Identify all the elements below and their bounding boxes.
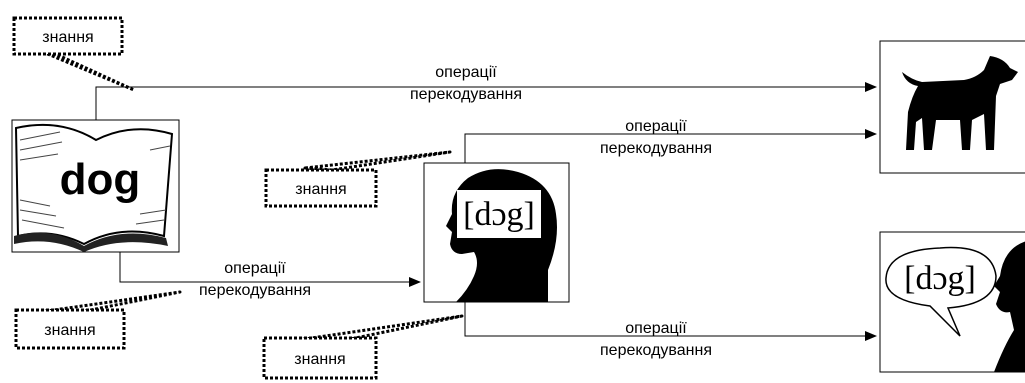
head-label-box (457, 190, 541, 238)
speaker-image: [dɔg] (879, 231, 1025, 373)
callout-3-label: знання (44, 322, 95, 339)
dog-silhouette-icon (902, 56, 1018, 150)
book-lines (19, 131, 171, 229)
callout-knowledge-2: знання (264, 150, 452, 208)
arrow-head-to-speaker (464, 302, 877, 341)
op3-line2: перекодування (199, 282, 311, 299)
arrow-book-to-dog (95, 82, 877, 120)
callout-2-label: знання (295, 181, 346, 198)
op1-line1: операції (435, 64, 497, 81)
callout-knowledge-3: знання (14, 290, 182, 350)
arrow-book-to-head (119, 252, 421, 287)
op4-line2: перекодування (600, 342, 712, 359)
op1-line2: перекодування (410, 86, 522, 103)
op3-line1: операції (224, 260, 286, 277)
book-image: dog (11, 119, 180, 253)
speech-bubble-icon (885, 246, 997, 337)
op2-line2: перекодування (600, 140, 712, 157)
book-word: dog (60, 155, 141, 204)
callout-4-label: знання (294, 351, 345, 368)
callout-1-label: знання (42, 29, 93, 46)
book-cover-icon (14, 232, 168, 252)
op4-line1: операції (625, 320, 687, 337)
head-transcription: [dɔg] (463, 196, 535, 233)
arrow-head-to-dog (464, 129, 877, 163)
speaker-silhouette-icon (994, 241, 1025, 372)
speech-transcription: [dɔg] (904, 260, 976, 297)
dog-image (879, 40, 1025, 174)
callout-knowledge-4: знання (262, 314, 464, 380)
op2-line1: операції (625, 118, 687, 135)
callout-knowledge-1: знання (12, 16, 136, 92)
head-image: [dɔg] (423, 162, 570, 303)
